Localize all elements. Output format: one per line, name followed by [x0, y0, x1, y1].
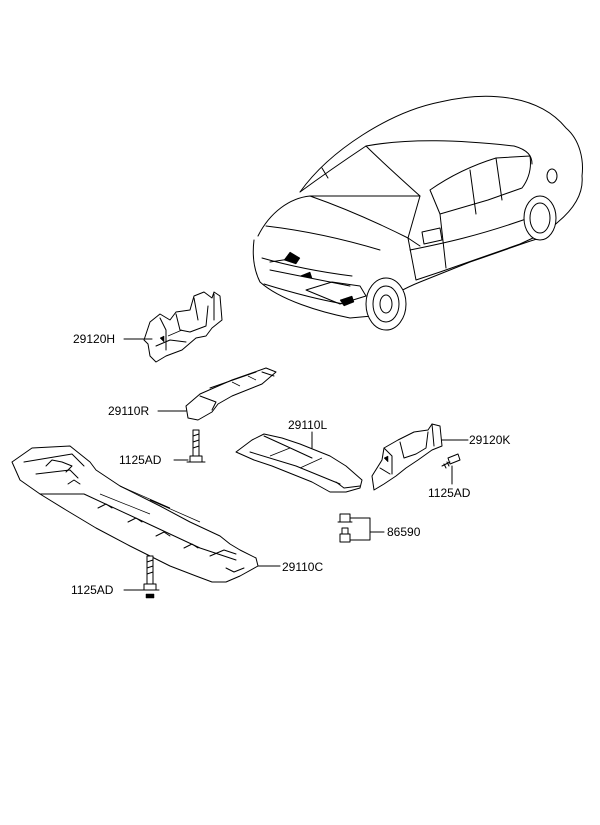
panel-29110l-drawing	[235, 433, 363, 493]
bracket-29120h-drawing	[143, 291, 223, 363]
leader-lines	[123, 338, 469, 591]
panel-29110r-drawing	[185, 367, 277, 421]
label-29110l: 29110L	[288, 418, 328, 432]
label-29110c: 29110C	[282, 560, 324, 574]
label-86590: 86590	[387, 525, 421, 539]
clip-86590-drawing	[337, 513, 353, 543]
bracket-29120k-drawing	[371, 423, 443, 491]
bolt-1125ad-lower-drawing	[140, 555, 160, 599]
car-illustration	[252, 95, 583, 331]
label-1125ad-upper: 1125AD	[119, 453, 162, 467]
bolt-1125ad-right-drawing	[441, 453, 461, 469]
label-29110r: 29110R	[108, 404, 150, 418]
bolt-1125ad-upper-drawing	[186, 429, 206, 463]
undercover-29110c-drawing	[11, 445, 259, 583]
label-1125ad-lower: 1125AD	[71, 583, 114, 597]
label-29120k: 29120K	[469, 433, 511, 447]
label-1125ad-right: 1125AD	[428, 486, 471, 500]
label-29120h: 29120H	[73, 332, 116, 346]
